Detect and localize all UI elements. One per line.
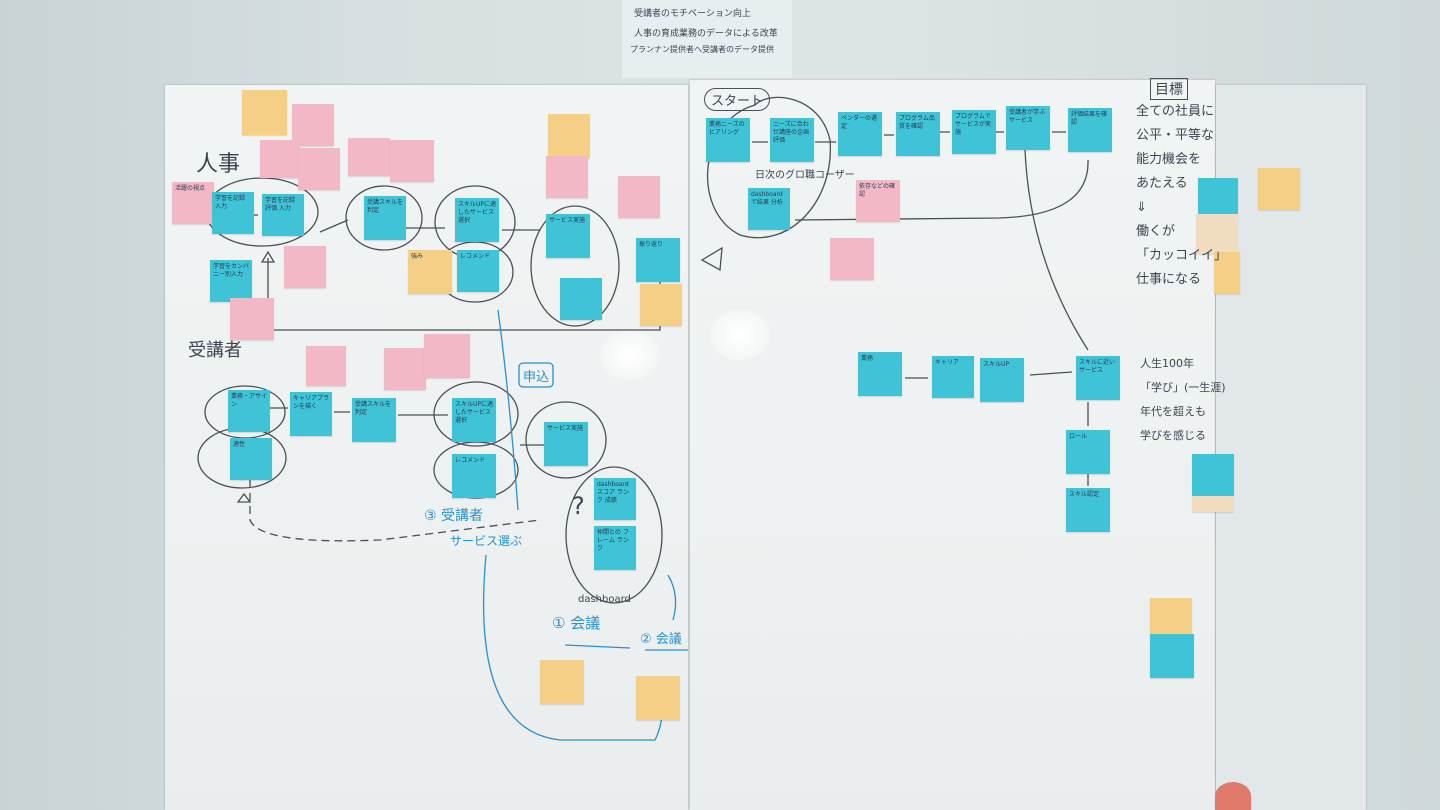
sticky-note-cyan: 学習を記録 評価 入力 xyxy=(262,194,304,236)
sticky-note-pink xyxy=(348,138,390,176)
sticky-note-cyan: スキル認定 xyxy=(1066,488,1110,532)
sticky-note-cyan: 受講スキルを判定 xyxy=(352,398,396,442)
handwritten-line: 人生100年 xyxy=(1140,357,1194,370)
light-glare xyxy=(710,310,770,360)
handwritten-line: 公平・平等な xyxy=(1136,128,1215,143)
section-label-hr: 人事 xyxy=(196,152,241,177)
sticky-note-yellow xyxy=(548,114,590,158)
sticky-note-yellow xyxy=(640,284,682,326)
sticky-note-cyan xyxy=(1150,634,1194,678)
handwritten-line: 働くが xyxy=(1136,224,1176,239)
sticky-note-cyan: スキルUP xyxy=(980,358,1024,402)
sticky-note-yellow: 強み xyxy=(408,250,452,294)
sticky-note-cyan: 学習をカンパニー別入力 xyxy=(210,260,252,302)
sticky-note-cyan: スキルUPに適したサービス選択 xyxy=(452,398,496,442)
section-label-learner: 受講者 xyxy=(188,340,242,361)
top-paper-sheet: 受講者のモチベーション向上 人事の育成業務のデータによる改革 プランナン提供者へ… xyxy=(622,0,792,78)
sticky-note-yellow xyxy=(1150,598,1192,638)
handwritten-line: 「カッコイイ」 xyxy=(1136,248,1228,263)
sticky-note-cyan: プログラム品質を確認 xyxy=(896,112,940,156)
sticky-note-cyan xyxy=(1192,454,1234,496)
sticky-note-cyan: スキルに近いサービス xyxy=(1076,356,1120,400)
sticky-note-cyan: レコメンド xyxy=(452,454,496,498)
step2-label: ② 会議 xyxy=(640,632,682,647)
sticky-note-cyan: ニーズに合わせ講座の企画 評価 xyxy=(770,118,814,162)
sticky-note-pink: 活躍の視点 xyxy=(172,182,214,224)
sticky-note-cyan: dashboardで結果 分析 xyxy=(748,188,790,230)
sticky-note-yellow xyxy=(1258,168,1300,210)
top-paper-line: 受講者のモチベーション向上 xyxy=(634,9,751,19)
goal-title: 目標 xyxy=(1150,78,1188,100)
sticky-note-pink xyxy=(298,148,340,190)
sticky-note-cyan: 受講スキルを判定 xyxy=(364,196,406,240)
sticky-note-cyan: キャリア xyxy=(932,356,974,398)
sticky-note-cyan: 受講者が学ぶサービス xyxy=(1006,106,1050,150)
loop-label: 日次のグロ職コーザー xyxy=(755,170,855,181)
sticky-note-cyan: 業務・アサイン xyxy=(228,390,270,432)
sticky-note-pink xyxy=(260,140,300,178)
sticky-note-pink xyxy=(424,334,470,378)
question-mark: ? xyxy=(572,492,585,520)
top-paper-line: 人事の育成業務のデータによる改革 xyxy=(634,29,778,39)
sticky-note-cyan: 仲間との フレーム ランク xyxy=(594,526,636,570)
sticky-note-pink xyxy=(546,156,588,198)
sticky-note-pink xyxy=(230,298,274,340)
sticky-note-beige xyxy=(1192,496,1234,512)
step1-label: ① 会議 xyxy=(552,614,601,632)
sticky-note-pink xyxy=(390,140,434,182)
sticky-note-cyan: dashboardスコア ランク 成績 xyxy=(594,478,636,520)
sticky-note-cyan: キャリアプランを描く xyxy=(290,392,332,436)
sticky-note-pink xyxy=(830,238,874,280)
handwritten-line: あたえる xyxy=(1136,176,1188,191)
dashboard-label: dashboard xyxy=(578,594,631,605)
goal-block: 目標 全ての社員に公平・平等な能力機会をあたえる ⇓ 働くが「カッコイイ」仕事になる xyxy=(1136,78,1228,292)
sticky-note-cyan xyxy=(1198,178,1238,218)
life-block: 人生100年「学び」(一生涯) 年代を超えも学びを感じる xyxy=(1140,352,1226,448)
sticky-note-cyan: 適性 xyxy=(230,438,272,480)
sticky-note-pink xyxy=(384,348,426,390)
sticky-note-cyan: スキルUPに適したサービス選択 xyxy=(455,198,499,242)
sticky-note-cyan: ベンダーの選定 xyxy=(838,112,882,156)
sticky-note-cyan: 業務 xyxy=(858,352,902,396)
sticky-note-cyan: ロール xyxy=(1066,430,1110,474)
handwritten-line: 年代を超えも xyxy=(1140,405,1206,418)
sticky-note-pink xyxy=(618,176,660,218)
top-paper-line: プランナン提供者へ受講者のデータ提供 xyxy=(630,45,774,54)
sticky-note-cyan: 評価結果を確認 xyxy=(1068,108,1112,152)
handwritten-line: 仕事になる xyxy=(1136,272,1202,287)
sticky-note-cyan: サービス実施 xyxy=(544,422,588,466)
tape-roll xyxy=(1215,782,1251,810)
handwritten-line: 全ての社員に xyxy=(1136,104,1215,119)
start-label: スタート xyxy=(704,88,771,111)
sticky-note-cyan xyxy=(560,278,602,320)
sticky-note-beige xyxy=(1196,214,1238,254)
apply-label: 申込 xyxy=(523,370,550,385)
sticky-note-yellow xyxy=(540,660,584,704)
sticky-note-cyan: 業務ニーズのヒアリング xyxy=(706,118,750,162)
handwritten-line: ⇓ xyxy=(1136,200,1147,215)
sticky-note-yellow xyxy=(636,676,680,720)
sticky-note-yellow xyxy=(1214,252,1240,294)
sticky-note-cyan: 学習を記録 入力 xyxy=(212,192,254,234)
sticky-note-cyan: 振り返り xyxy=(636,238,680,282)
step3-sub-label: サービス選ぶ xyxy=(450,534,523,548)
sticky-note-pink xyxy=(284,246,326,288)
sticky-note-cyan: プログラムでサービスが実施 xyxy=(952,110,996,154)
handwritten-line: 学びを感じる xyxy=(1140,429,1206,442)
sticky-note-yellow xyxy=(242,90,287,135)
handwritten-line: 能力機会を xyxy=(1136,152,1202,167)
step3-label: ③ 受講者 xyxy=(424,508,484,524)
light-glare xyxy=(600,330,660,380)
sticky-note-cyan: レコメンド xyxy=(457,250,499,292)
handwritten-line: 「学び」(一生涯) xyxy=(1140,381,1226,394)
sticky-note-cyan: サービス実施 xyxy=(546,214,590,258)
sticky-note-pink xyxy=(306,346,346,386)
sticky-note-pink: 依存などの確認 xyxy=(856,180,900,222)
sticky-note-pink xyxy=(292,104,334,146)
